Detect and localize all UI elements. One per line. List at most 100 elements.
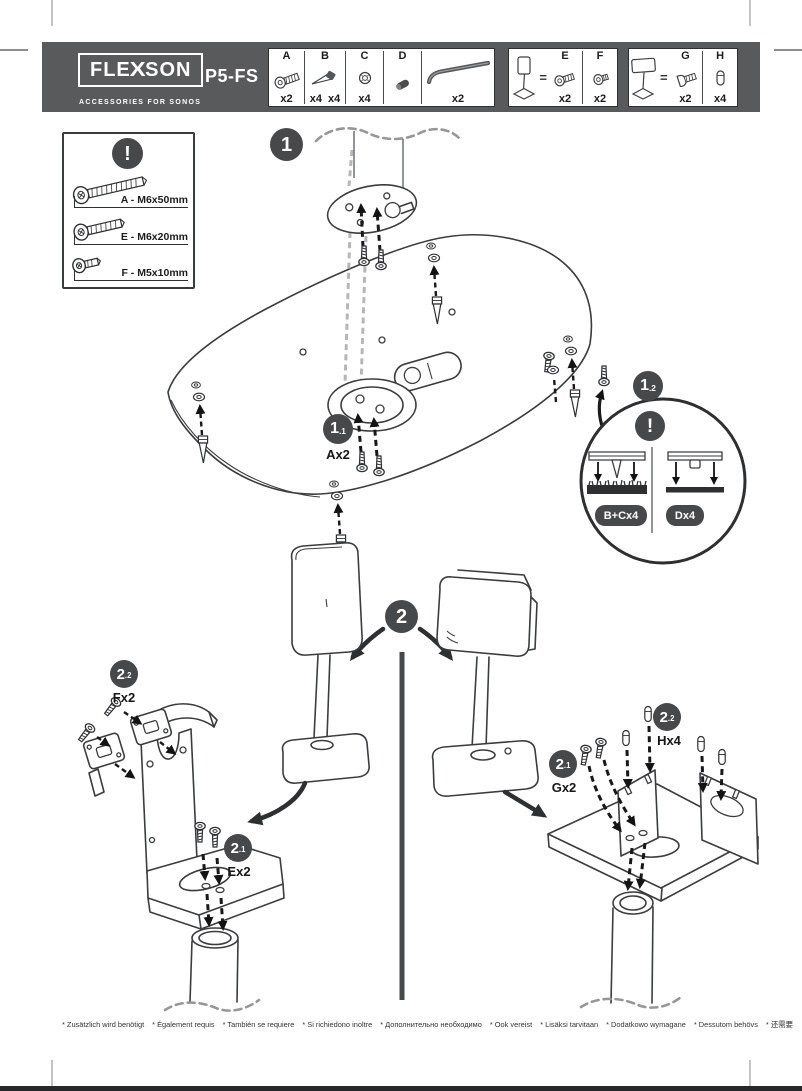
logo-text: SON [145,59,192,81]
allen-key: x2 [422,49,494,106]
part-d-label: D [398,50,407,62]
crop-mark [749,1060,751,1086]
step2-badge: 2 [385,600,418,633]
screw-a-large-icon [72,176,148,205]
step2-illustration [247,542,548,1000]
step1-2-badge: 1.2 [633,371,663,401]
page-edge-bar [0,1086,802,1091]
step2-1-right-qty: Gx2 [551,780,577,795]
multilingual-footnote: * Zusätzlich wird benötigt * Également re… [62,1019,793,1030]
footnote-pl: * Dodatkowo wymagane [606,1020,686,1029]
step2-2-right-qty: Hx4 [657,733,681,748]
logo-x: X [129,59,147,81]
header-bar: FLEXSON ACCESSORIES FOR SONOS P5-FS A x2… [42,42,760,112]
footnote-fr: * Également requis [152,1020,215,1029]
footnote-ru: * Дополнительно необходимо [380,1020,482,1029]
part-a: A x2 [269,49,304,106]
crop-mark [51,0,53,26]
footnote-sv: * Dessutom behövs [693,1020,758,1029]
bracket-line [74,196,188,208]
hardware-row: E - M6x20mm [68,211,189,248]
crop-mark [749,0,751,26]
part-f-count: x2 [593,93,607,105]
logo-text: FLE [90,59,131,81]
parts-box-vertical: = E x2 F x2 [508,48,618,107]
spike-b-icon [311,70,336,85]
footnote-zh: * 还需要 [765,1020,794,1029]
allen-key-icon [426,60,491,85]
footnote-de: * Zusätzlich wird benötigt [62,1020,145,1029]
allen-key-count: x2 [451,93,465,105]
part-b-count: x4 [309,93,322,105]
crop-mark [774,49,802,51]
screw-e-icon [554,72,575,86]
crop-mark [0,49,28,51]
footnote-fi: * Lisäksi tarvitaan [540,1020,599,1029]
part-e-count: x2 [558,93,572,105]
logo-tagline: ACCESSORIES FOR SONOS [79,99,202,106]
part-a-count: x2 [280,93,293,105]
part-h-label: H [716,50,725,62]
part-g-count: x2 [679,93,692,105]
step-sub: .1 [338,425,346,436]
step2-2-left-qty: Fx2 [112,690,136,705]
flexson-logo: FLEXSON [78,53,204,87]
part-a-label: A [282,50,291,62]
step2-2-left-badge: 2.2 [110,660,138,688]
alert-icon: ! [112,138,143,169]
hardware-note-box: ! A - M6x50mm E - M6x20mm F - M5x10mm [62,132,195,289]
part-b-count2: x4 [328,93,341,105]
vertical-stand-icon [509,49,538,106]
part-c-label: C [360,50,369,62]
crop-mark [51,1060,53,1086]
step1-1-qty: Ax2 [326,447,350,462]
step1-1-badge: 1.1 [323,414,353,444]
alert-icon: ! [635,411,665,441]
part-c: C x4 [346,49,383,106]
screw-spec: F - M5x10mm [121,267,188,279]
step-sub: .1 [563,761,571,771]
screw-f-large-icon [72,257,102,274]
step1-badge: 1 [270,128,303,161]
screw-f-icon [593,73,610,85]
parts-box-horizontal: = G x2 H x4 [628,48,738,107]
hardware-row: A - M6x50mm [68,174,189,211]
step2-1-left-qty: Ex2 [227,864,251,879]
bracket-line [74,233,188,245]
hard-floor-pill: Dx4 [666,505,704,526]
part-c-count: x4 [358,93,371,105]
step-num: 2 [230,839,239,857]
step-sub: .2 [648,382,656,393]
step-num: 1 [330,420,339,437]
footnote-nl: * Ook vereist [489,1020,533,1029]
screw-spec: E - M6x20mm [120,231,188,243]
part-e-label: E [561,50,569,62]
screw-spec: A - M6x50mm [120,194,188,206]
step2-1-left-badge: 2.1 [224,834,252,862]
equals-sign: = [660,70,668,85]
footnote-it: * Si richiedono inoltre [302,1020,373,1029]
vertical-bracket-assembly [75,695,285,1012]
step-sub: .2 [124,671,132,681]
footnote-es: * También se requiere [222,1020,295,1029]
part-d: D [384,49,421,106]
equals-sign: = [539,70,547,85]
step2-1-right-badge: 2.1 [549,750,577,778]
part-g-label: G [681,50,690,62]
part-g: G x2 [669,49,703,106]
step-num: 2 [555,755,564,773]
step-sub: .1 [238,845,246,855]
horizontal-stand-icon [629,49,659,106]
part-h: H x4 [703,49,737,106]
screw-e-large-icon [73,218,125,241]
step-num: 2 [116,665,125,683]
washer-c-icon [358,71,371,84]
horizontal-cradle-assembly [547,705,759,1009]
hardware-row: F - M5x10mm [68,247,189,284]
part-e: E x2 [548,49,582,106]
product-model: P5-FS [205,66,259,86]
